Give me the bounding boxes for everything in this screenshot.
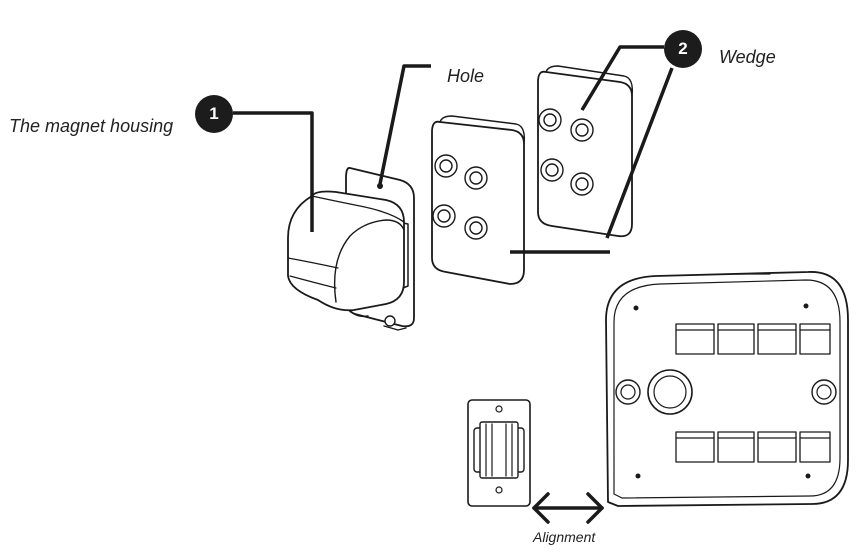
wedge-rear [537, 65, 634, 238]
wedge-front [431, 115, 526, 285]
magnet-housing-assembly [287, 167, 415, 331]
alignment-arrow [532, 492, 604, 524]
label-hole: Hole [447, 66, 485, 86]
label-magnet-housing: The magnet housing [9, 116, 174, 136]
label-wedge: Wedge [719, 47, 776, 67]
callout-badge-2: 2 [664, 30, 702, 68]
label-alignment: Alignment [533, 529, 596, 545]
large-unit [605, 271, 849, 507]
callout-badge-1: 1 [195, 95, 233, 133]
bracket-small [467, 399, 531, 507]
callout-lines [233, 45, 674, 254]
